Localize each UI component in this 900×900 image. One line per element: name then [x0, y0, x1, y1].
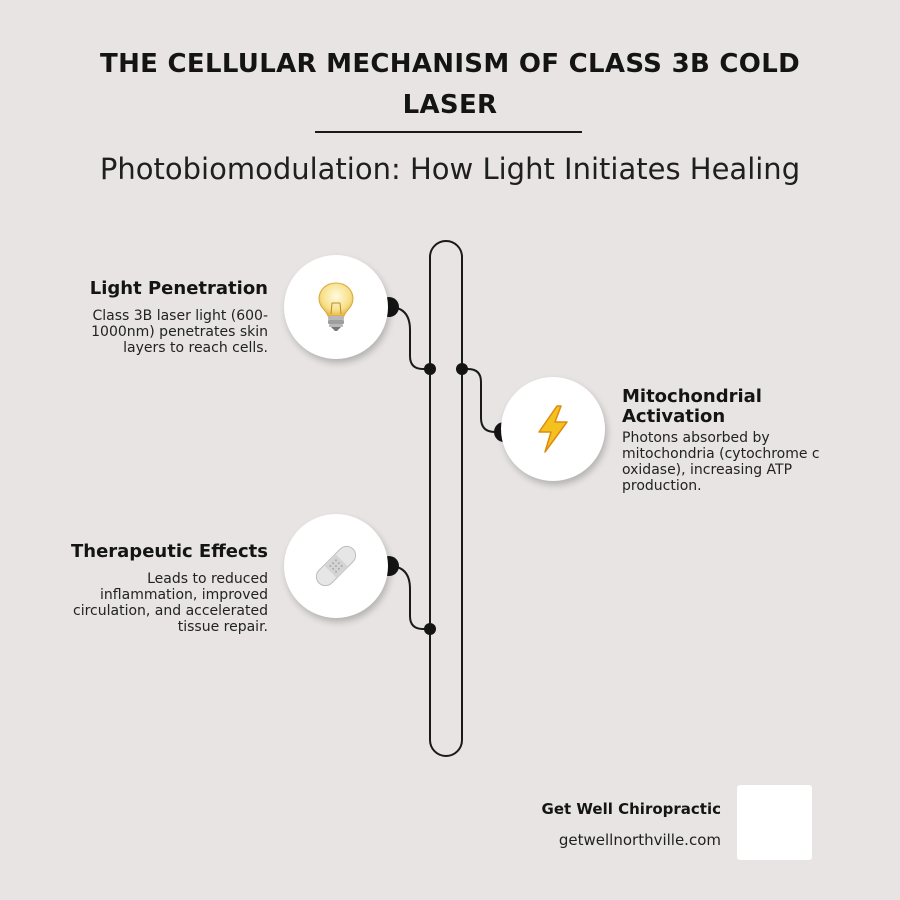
junction-mitochondrial-activation — [456, 363, 468, 375]
connector-light-penetration — [388, 306, 430, 370]
connector-therapeutic-effects — [388, 565, 430, 630]
logo-placeholder — [737, 785, 812, 860]
junction-light-penetration — [424, 363, 436, 375]
connector-mitochondrial-activation — [462, 368, 504, 433]
bandage-icon — [309, 539, 363, 593]
light-bulb-icon — [316, 281, 356, 333]
page-subtitle: Photobiomodulation: How Light Initiates … — [99, 152, 801, 186]
title-divider — [315, 131, 582, 133]
step-title-light-penetration: Light Penetration — [89, 278, 268, 299]
step-description-light-penetration: Class 3B laser light (600-1000nm) penetr… — [91, 308, 268, 356]
junction-therapeutic-effects — [424, 623, 436, 635]
step-icon-circle-therapeutic-effects — [284, 514, 388, 618]
website-link[interactable]: getwellnorthville.com — [558, 831, 721, 849]
page-title: THE CELLULAR MECHANISM OF CLASS 3B COLD … — [100, 49, 800, 120]
company-name: Get Well Chiropractic — [541, 800, 721, 818]
lightning-bolt-icon — [533, 404, 573, 454]
step-title-therapeutic-effects: Therapeutic Effects — [70, 541, 268, 562]
timeline-capsule — [429, 240, 463, 757]
step-icon-circle-light-penetration — [284, 255, 388, 359]
step-description-mitochondrial-activation: Photons absorbed by mitochondria (cytoch… — [622, 430, 820, 494]
step-description-therapeutic-effects: Leads to reduced inflammation, improved … — [73, 571, 268, 635]
step-title-mitochondrial-activation: Mitochondrial Activation — [622, 386, 762, 427]
step-icon-circle-mitochondrial-activation — [501, 377, 605, 481]
